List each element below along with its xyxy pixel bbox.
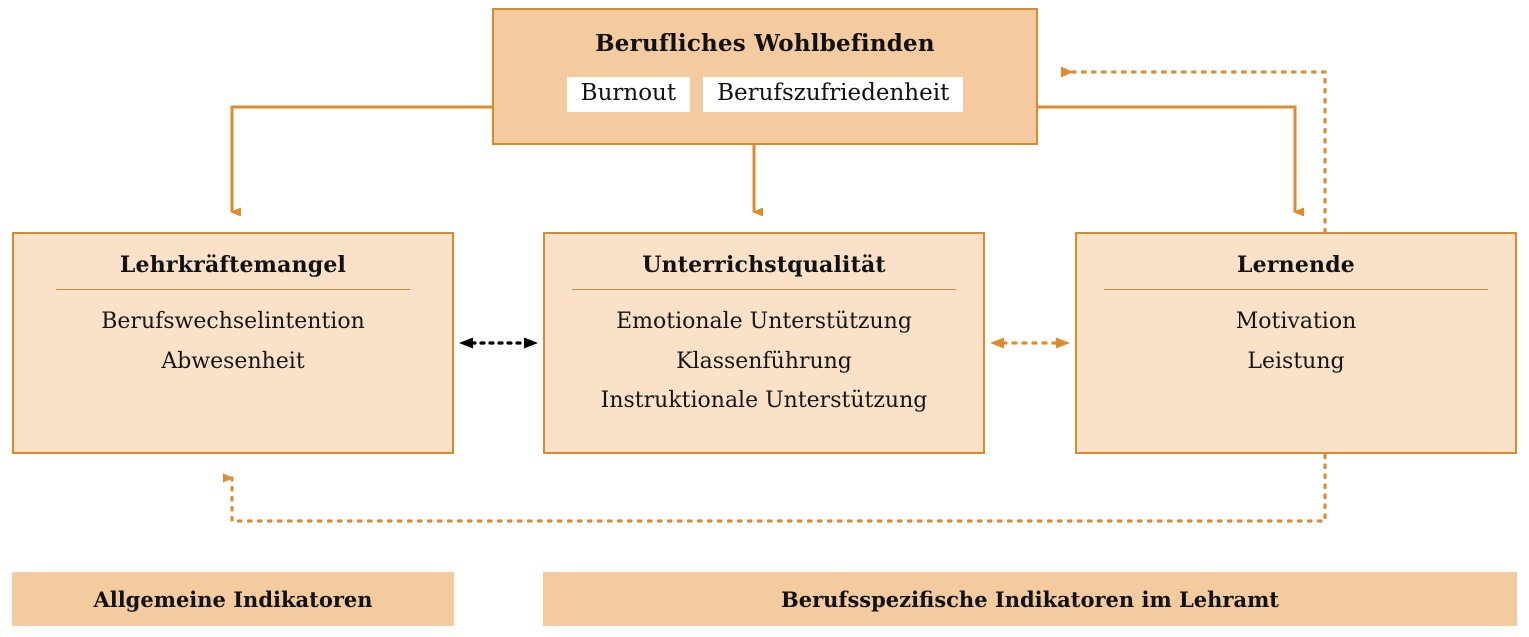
- box-items-unterrichtsqualitaet: Emotionale Unterstützung Klassenführung …: [545, 302, 983, 421]
- list-item: Abwesenheit: [161, 348, 305, 374]
- chip-burnout[interactable]: Burnout: [566, 77, 691, 112]
- box-title-lehrkraeftemangel: Lehrkräftemangel: [119, 252, 347, 278]
- box-divider-lehrkraeftemangel: [56, 289, 410, 290]
- connector-lernende-to-wohlbefinden-feedback: [1060, 66, 1327, 234]
- list-item: Klassenführung: [676, 348, 852, 374]
- box-title-unterrichtsqualitaet: Unterrichstqualität: [642, 252, 886, 278]
- list-item: Berufswechselintention: [101, 309, 365, 334]
- connector-wohlbefinden-to-lernende: [1038, 105, 1304, 217]
- box-title-berufliches-wohlbefinden: Berufliches Wohlbefinden: [595, 30, 935, 57]
- box-lernende[interactable]: Lernende Motivation Leistung: [1075, 232, 1517, 454]
- box-divider-unterrichtsqualitaet: [572, 289, 956, 290]
- box-divider-lernende: [1104, 289, 1488, 290]
- connector-wohlbefinden-to-lehrkraeftemangel: [230, 105, 492, 217]
- list-item: Motivation: [1235, 309, 1357, 334]
- list-item: Leistung: [1247, 348, 1345, 374]
- list-item: Instruktionale Unterstützung: [600, 388, 928, 414]
- box-items-lernende: Motivation Leistung: [1077, 302, 1515, 381]
- list-item: Emotionale Unterstützung: [616, 309, 912, 334]
- box-items-lehrkraeftemangel: Berufswechselintention Abwesenheit: [14, 302, 452, 381]
- box-lehrkraeftemangel[interactable]: Lehrkräftemangel Berufswechselintention …: [12, 232, 454, 454]
- legend-label-berufsspezifische-indikatoren: Berufsspezifische Indikatoren im Lehramt: [780, 586, 1279, 612]
- connector-lernende-to-lehrkraeftemangel-feedback: [223, 453, 1327, 523]
- legend-bar-berufsspezifische-indikatoren: Berufsspezifische Indikatoren im Lehramt: [543, 572, 1517, 626]
- box-unterrichtsqualitaet[interactable]: Unterrichstqualität Emotionale Unterstüt…: [543, 232, 985, 454]
- legend-label-allgemeine-indikatoren: Allgemeine Indikatoren: [93, 586, 373, 612]
- chip-row-wohlbefinden: Burnout Berufszufriedenheit: [494, 77, 1036, 112]
- legend-bar-allgemeine-indikatoren: Allgemeine Indikatoren: [12, 572, 454, 626]
- box-title-lernende: Lernende: [1236, 252, 1356, 278]
- box-berufliches-wohlbefinden[interactable]: Berufliches Wohlbefinden Burnout Berufsz…: [492, 8, 1038, 145]
- chip-berufszufriedenheit[interactable]: Berufszufriedenheit: [703, 77, 964, 112]
